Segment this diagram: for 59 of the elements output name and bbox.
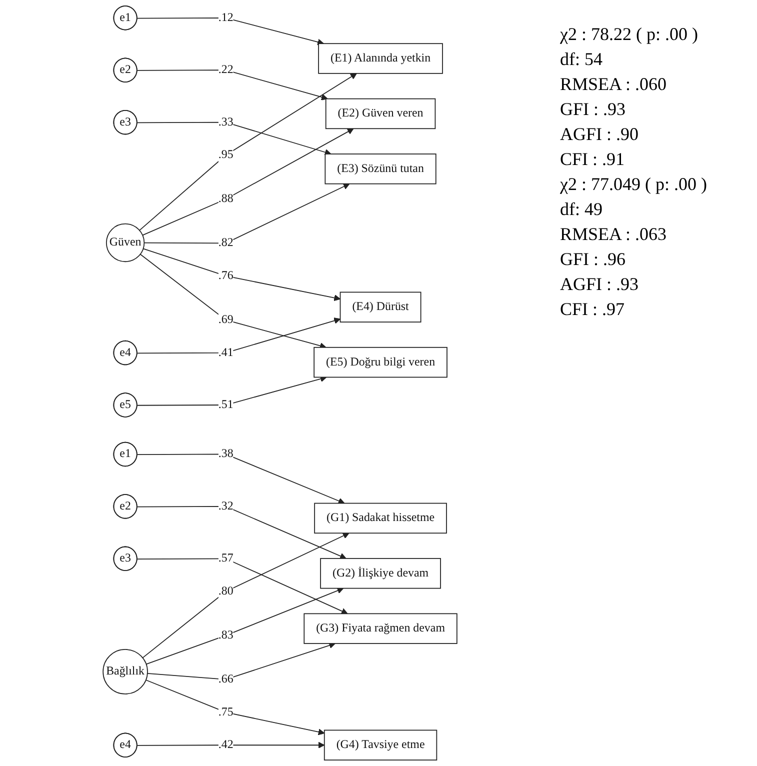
edge-label: .12: [218, 11, 234, 24]
arrow: [136, 506, 346, 560]
edge-label: .69: [218, 313, 234, 326]
edge-label: .41: [218, 346, 234, 359]
arrow: [136, 454, 345, 504]
node-box: (G2) İlişkiye devam: [320, 558, 441, 589]
arrow: [136, 558, 348, 614]
node-box: (E3) Sözünü tutan: [324, 154, 436, 184]
node-box: (E1) Alanında yetkin: [318, 43, 443, 74]
arrow: [142, 532, 350, 658]
node-box: (E4) Dürüst: [340, 292, 422, 322]
edge-label: .95: [218, 148, 234, 162]
edge-label: .66: [218, 672, 234, 686]
edge-label: .38: [218, 448, 234, 460]
fit-statistic: CFI : .97: [560, 299, 626, 320]
fit-statistic: RMSEA : .063: [560, 224, 668, 245]
node-box: (E5) Doğru bilgi veren: [314, 346, 448, 378]
fit-statistic: GFI : .96: [560, 249, 627, 270]
fit-statistic: AGFI : .90: [560, 124, 640, 145]
fit-statistic: χ2 : 77.049 ( p: .00 ): [560, 174, 708, 195]
edge-label: .75: [218, 706, 234, 718]
arrow: [142, 128, 354, 236]
node-box: (E2) Güven veren: [325, 98, 436, 130]
arrow: [147, 642, 336, 680]
fit-statistic: GFI : .93: [560, 99, 627, 120]
node-circle: Güven: [106, 223, 145, 262]
fit-statistic: df: 49: [560, 199, 604, 220]
arrow: [136, 742, 325, 748]
fit-statistic: df: 54: [560, 49, 604, 70]
fit-statistic: CFI : .91: [560, 149, 626, 170]
edge-label: .76: [218, 269, 234, 282]
edge-label: .33: [218, 116, 234, 128]
edge-label: .80: [218, 584, 234, 598]
arrow: [142, 248, 341, 302]
arrow: [144, 183, 350, 244]
node-box: (G1) Sadakat hissetme: [314, 502, 447, 534]
fit-statistic: RMSEA : .060: [560, 74, 668, 95]
edge-label: .57: [218, 552, 234, 565]
edge-label: .22: [218, 63, 234, 76]
arrow: [145, 680, 325, 736]
edge-label: .88: [218, 192, 234, 206]
arrow: [136, 70, 328, 100]
arrow: [136, 376, 327, 406]
fit-statistic: χ2 : 78.22 ( p: .00 ): [560, 24, 699, 45]
edge-label: .42: [218, 738, 234, 752]
arrow: [139, 73, 357, 231]
arrow: [136, 318, 341, 354]
fit-statistic: AGFI : .93: [560, 274, 640, 295]
edge-label: .83: [218, 628, 234, 642]
arrow: [140, 254, 326, 349]
edge-label: .82: [218, 236, 234, 250]
edge-label: .51: [218, 398, 234, 411]
node-box: (G3) Fiyata rağmen devam: [304, 613, 458, 644]
node-box: (G4) Tavsiye etme: [324, 730, 438, 760]
arrow: [146, 587, 344, 665]
arrow: [136, 17, 324, 46]
edge-label: .32: [218, 500, 234, 512]
node-circle: Bağlılık: [102, 649, 148, 694]
arrow: [136, 122, 332, 156]
